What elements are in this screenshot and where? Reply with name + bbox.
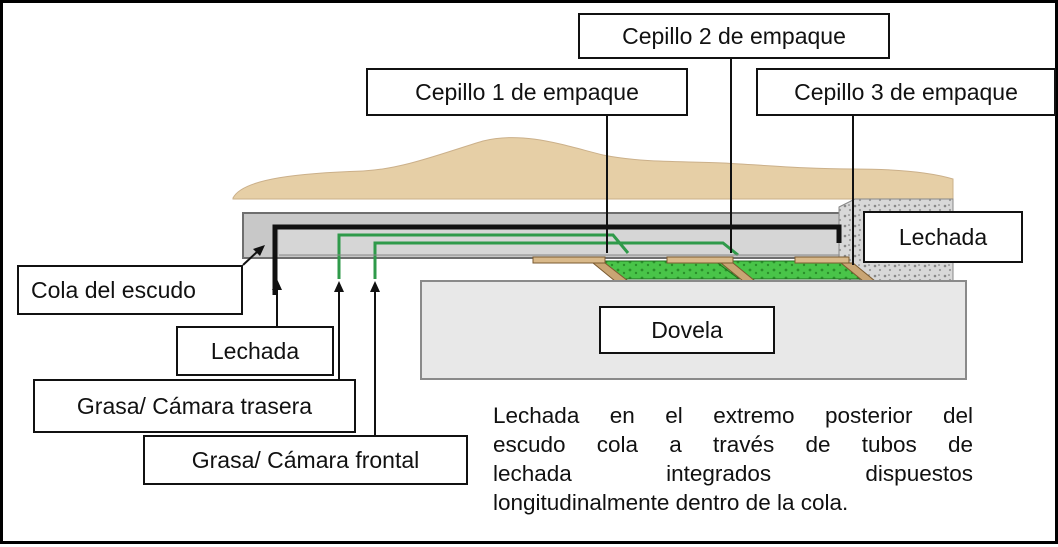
grout-pipe (272, 224, 842, 295)
wire-brush-3 (794, 256, 877, 282)
shield-inner (279, 227, 839, 255)
arrow-grout (272, 279, 282, 328)
arrow-shield-tail (242, 245, 265, 266)
arrow-grease-rear (334, 281, 344, 380)
label-shield-tail: Cola del escudo (17, 265, 243, 315)
note-line-4: longitudinalmente dentro de la cola. (493, 490, 849, 515)
label-brush-3: Cepillo 3 de empaque (756, 68, 1056, 116)
label-grease-rear: Grasa/ Cámara trasera (33, 379, 356, 433)
label-brush-1: Cepillo 1 de empaque (366, 68, 688, 116)
segment-label: Dovela (599, 306, 775, 354)
note-line-2: escudo cola a través de tubos de (493, 432, 973, 457)
explanation-note: Lechada en el extremo posterior del escu… (493, 401, 973, 517)
label-grout-right: Lechada (863, 211, 1023, 263)
label-brush-2: Cepillo 2 de empaque (578, 13, 890, 59)
label-grout-left: Lechada (176, 326, 334, 376)
arrow-grease-front (370, 281, 380, 436)
note-line-1: Lechada en el extremo posterior del (493, 403, 973, 428)
soil-layer (232, 137, 954, 200)
label-grease-front: Grasa/ Cámara frontal (143, 435, 468, 485)
note-line-3: lechada integrados dispuestos (493, 461, 973, 486)
